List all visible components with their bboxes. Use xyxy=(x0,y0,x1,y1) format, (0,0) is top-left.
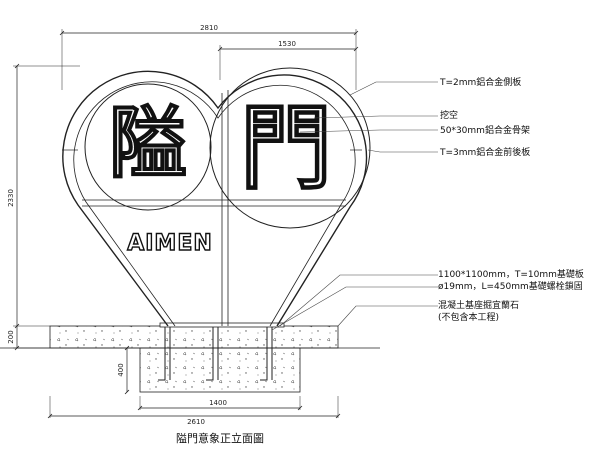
dimension-base-height: 200 xyxy=(7,325,50,351)
note-hollow: 挖空 xyxy=(440,109,458,121)
dimension-footing-inner: 1400 xyxy=(137,396,303,411)
dim-base-height-label: 200 xyxy=(7,330,15,343)
left-circle xyxy=(84,83,212,211)
note-excluded: (不包含本工程) xyxy=(438,311,499,323)
dim-top-width-label: 2810 xyxy=(200,24,218,32)
note-base-plate: 1100*1100mm，T=10mm基礎板 xyxy=(438,268,584,280)
dim-height-label: 2330 xyxy=(7,189,15,207)
heart-frame xyxy=(62,70,368,327)
dim-footing-height-label: 400 xyxy=(117,363,125,376)
note-anchor-bolt: ø19mm，L=450mm基礎螺栓鎖固 xyxy=(438,280,583,292)
dimension-footing-height: 400 xyxy=(117,345,130,395)
base-slab xyxy=(49,325,339,349)
leader-lines xyxy=(271,81,438,331)
dimension-height: 2330 xyxy=(7,63,80,329)
right-circle xyxy=(209,67,371,229)
note-side-panel: T=2mm鋁合金側板 xyxy=(439,76,521,88)
dim-top-right-label: 1530 xyxy=(278,40,296,48)
dimension-footing-width: 2610 xyxy=(47,396,341,426)
note-front-back: T=3mm鋁合金前後板 xyxy=(439,146,530,158)
brand-text: AIMEN xyxy=(127,231,213,256)
concrete-footing xyxy=(139,347,301,393)
dimension-top-width: 2810 xyxy=(59,24,359,90)
anchor-bolts xyxy=(158,327,273,381)
note-concrete: 混凝土基座掘宜蘭石 xyxy=(438,299,519,311)
dimension-top-right: 1530 xyxy=(217,40,359,80)
char-left: 隘 xyxy=(109,98,187,189)
note-frame: 50*30mm鋁合金骨架 xyxy=(440,124,530,136)
dim-footing-inner-label: 1400 xyxy=(209,399,227,407)
char-right: 門 xyxy=(240,94,332,202)
drawing-caption: 隘門意象正立面圖 xyxy=(176,431,264,445)
dim-footing-width-label: 2610 xyxy=(187,418,205,426)
